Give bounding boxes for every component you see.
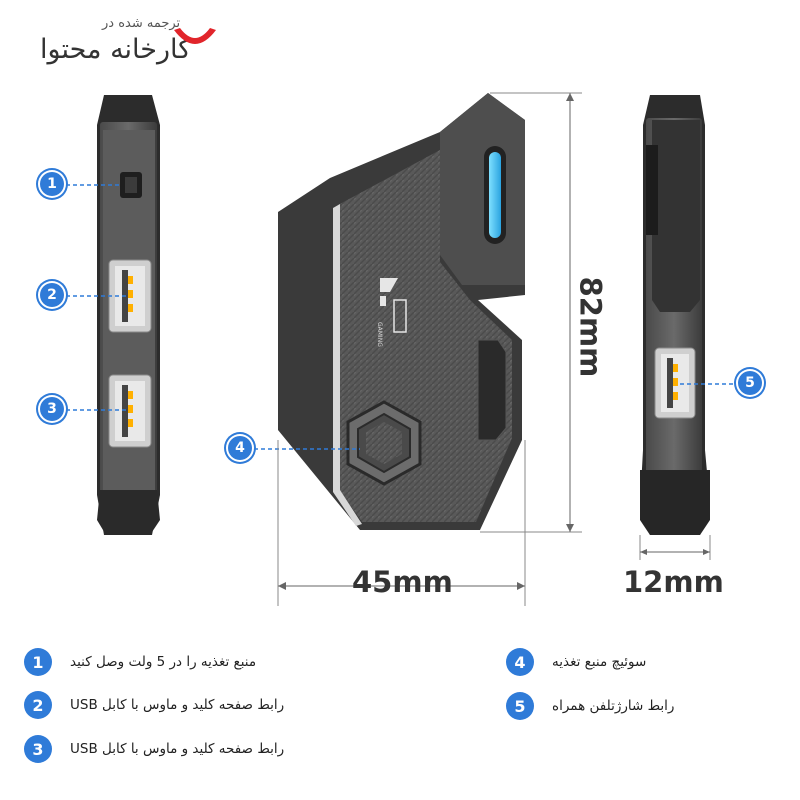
height-label: 82mm — [573, 276, 608, 378]
power-input-port — [120, 172, 142, 198]
right-side-view — [640, 95, 710, 535]
left-side-view — [97, 95, 160, 535]
device-logo-icon — [380, 278, 407, 333]
legend-text: منبع تغذیه را در 5 ولت وصل کنید — [70, 654, 257, 670]
legend-text: رابط صفحه کلید و ماوس با کابل USB — [70, 741, 285, 757]
depth-dimension-line — [639, 535, 711, 560]
callout-2: 2 — [40, 283, 64, 307]
usb-port-keyboard-mouse-2 — [108, 374, 152, 448]
legend-number: 3 — [24, 735, 52, 763]
brand-mark-icon — [174, 28, 216, 44]
legend-text: رابط صفحه کلید و ماوس با کابل USB — [70, 697, 285, 713]
legend-item-2: 2 رابط صفحه کلید و ماوس با کابل USB — [24, 691, 284, 719]
legend-item-5: 5 رابط شارژتلفن همراه — [506, 692, 674, 720]
phone-charging-port — [654, 347, 696, 419]
callout-5: 5 — [738, 371, 762, 395]
legend-number: 1 — [24, 648, 52, 676]
brand-name: کارخانه محتوا — [40, 34, 192, 65]
front-view — [278, 93, 525, 530]
legend-number: 4 — [506, 648, 534, 676]
depth-label: 12mm — [623, 565, 724, 599]
legend-item-4: 4 سوئیچ منبع تغذیه — [506, 648, 646, 676]
legend-item-3: 3 رابط صفحه کلید و ماوس با کابل USB — [24, 735, 284, 763]
legend-number: 2 — [24, 691, 52, 719]
height-dimension-line — [480, 92, 582, 533]
callout-1: 1 — [40, 172, 64, 196]
power-switch — [346, 400, 422, 486]
width-label: 45mm — [352, 565, 453, 599]
brand-logo: ترجمه شده در کارخانه محتوا — [40, 10, 230, 70]
device-diagram: GAMING — [66, 92, 736, 606]
device-logo-text: GAMING — [376, 322, 383, 347]
legend-text: سوئیچ منبع تغذیه — [552, 654, 647, 670]
legend-number: 5 — [506, 692, 534, 720]
brand-subtitle: ترجمه شده در — [102, 16, 181, 31]
callout-4: 4 — [228, 436, 252, 460]
legend-text: رابط شارژتلفن همراه — [552, 698, 675, 714]
callout-3: 3 — [40, 397, 64, 421]
width-dimension-line — [277, 440, 526, 606]
legend-item-1: 1 منبع تغذیه را در 5 ولت وصل کنید — [24, 648, 256, 676]
